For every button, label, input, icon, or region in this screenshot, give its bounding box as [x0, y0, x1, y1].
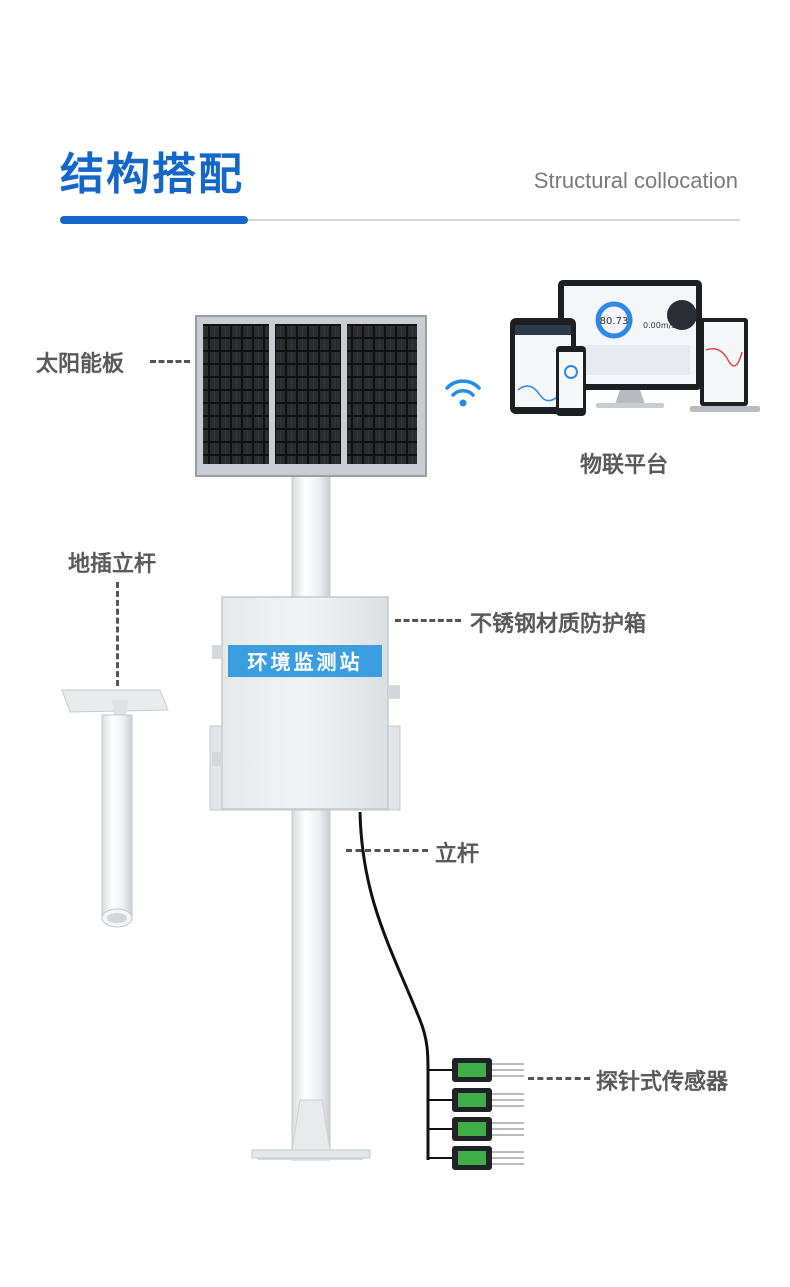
leader-ground-pole [116, 582, 119, 686]
gauge-readout: 80.73 [600, 316, 629, 327]
enclosure-tag-text: 环境监测站 [248, 650, 363, 674]
sensor-probe [428, 1088, 524, 1112]
header-divider [60, 219, 740, 221]
sensor-probe [428, 1058, 524, 1082]
probe-sensors [428, 1058, 524, 1170]
enclosure-box: 环境监测站 [209, 596, 401, 811]
ground-pole-graphic [61, 689, 169, 928]
main-pole [251, 469, 371, 1161]
label-solar-panel: 太阳能板 [36, 352, 125, 377]
solar-panel-graphic [195, 315, 427, 477]
label-pole: 立杆 [435, 842, 480, 867]
label-iot-platform: 物联平台 [580, 453, 669, 478]
header-accent-bar [60, 216, 248, 224]
label-enclosure: 不锈钢材质防护箱 [470, 612, 647, 637]
label-ground-pole: 地插立杆 [68, 552, 157, 577]
section-title: 结构搭配 [60, 149, 244, 200]
wind-readout: 0.00m/s [643, 321, 675, 330]
sensor-probe [428, 1146, 524, 1170]
leader-probe-sensor [528, 1077, 590, 1080]
platform-devices: 80.73 0.00m/s [510, 280, 760, 416]
leader-enclosure [395, 619, 461, 622]
leader-solar-panel [150, 360, 190, 363]
label-probe-sensor: 探针式传感器 [596, 1070, 729, 1095]
leader-pole [346, 849, 428, 852]
sensor-probe [428, 1117, 524, 1141]
sensor-cable [358, 811, 430, 1160]
wifi-icon [445, 379, 481, 407]
section-subtitle: Structural collocation [533, 168, 738, 193]
